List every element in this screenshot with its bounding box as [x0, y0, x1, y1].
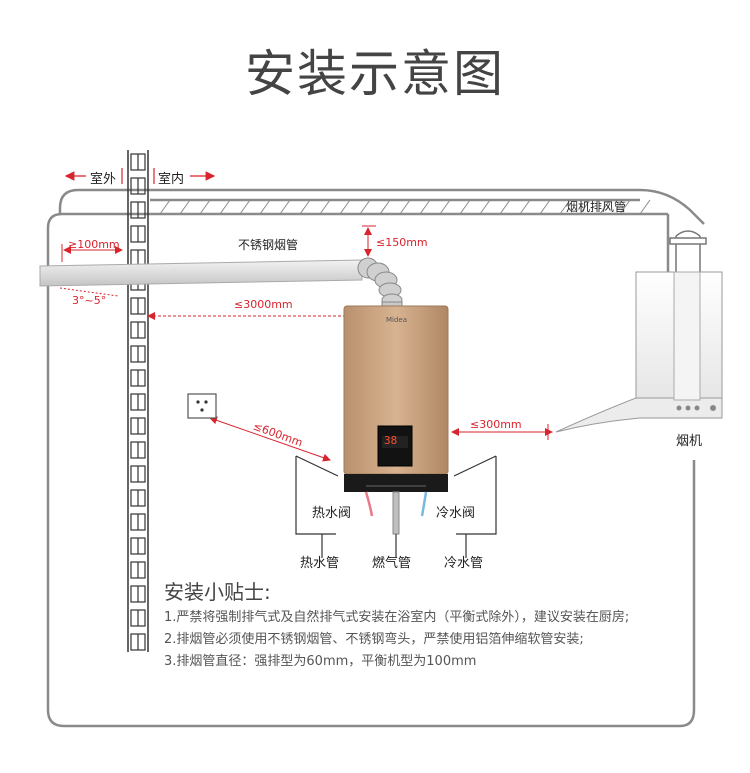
- outdoor-indoor-arrows: [64, 168, 216, 184]
- range-hood: [555, 271, 723, 433]
- range-hood-duct: [669, 230, 707, 278]
- exterior-wall: [127, 150, 149, 652]
- hot-valve-label: 热水阀: [312, 506, 352, 521]
- cold-pipe-label: 冷水管: [444, 556, 484, 571]
- heater-display: 38: [384, 434, 398, 447]
- page-title: 安装示意图: [245, 45, 505, 103]
- bend-height-dim: ≤150mm: [376, 236, 428, 249]
- hood-distance-dim: ≤300mm: [470, 418, 522, 431]
- stainless-duct: [39, 259, 363, 287]
- power-socket: [187, 393, 217, 419]
- outside-length-dim: ≥100mm: [68, 238, 120, 251]
- water-pipes: [295, 455, 497, 558]
- ceiling-shell: [58, 188, 705, 225]
- outdoor-label: 室外: [90, 172, 117, 187]
- stainless-duct-label: 不锈钢烟管: [238, 238, 299, 252]
- hot-pipe-label: 热水管: [300, 556, 340, 571]
- tip-item: 3.排烟管直径：强排型为60mm，平衡机型为100mm: [164, 654, 477, 669]
- ceiling-hatch: [159, 199, 651, 215]
- range-hood-label: 烟机: [676, 434, 703, 449]
- indoor-label: 室内: [158, 172, 185, 187]
- heater-brand: Midea: [386, 316, 408, 324]
- slope-dim: 3°~5°: [72, 294, 107, 307]
- duct-length-dim: ≤3000mm: [234, 298, 293, 311]
- wall-bricks: [130, 153, 146, 651]
- water-heater: [343, 305, 449, 492]
- tip-item: 2.排烟管必须使用不锈钢烟管、不锈钢弯头，严禁使用铝箔伸缩软管安装;: [164, 632, 584, 647]
- tip-item: 1.严禁将强制排气式及自然排气式安装在浴室内（平衡式除外），建议安装在厨房;: [164, 610, 630, 625]
- tips-heading: 安装小贴士:: [164, 580, 271, 604]
- duct-bend: [357, 257, 403, 313]
- cold-valve-label: 冷水阀: [436, 506, 476, 521]
- range-hood-duct-label: 烟机排风管: [566, 200, 627, 214]
- gas-pipe-label: 燃气管: [372, 556, 412, 571]
